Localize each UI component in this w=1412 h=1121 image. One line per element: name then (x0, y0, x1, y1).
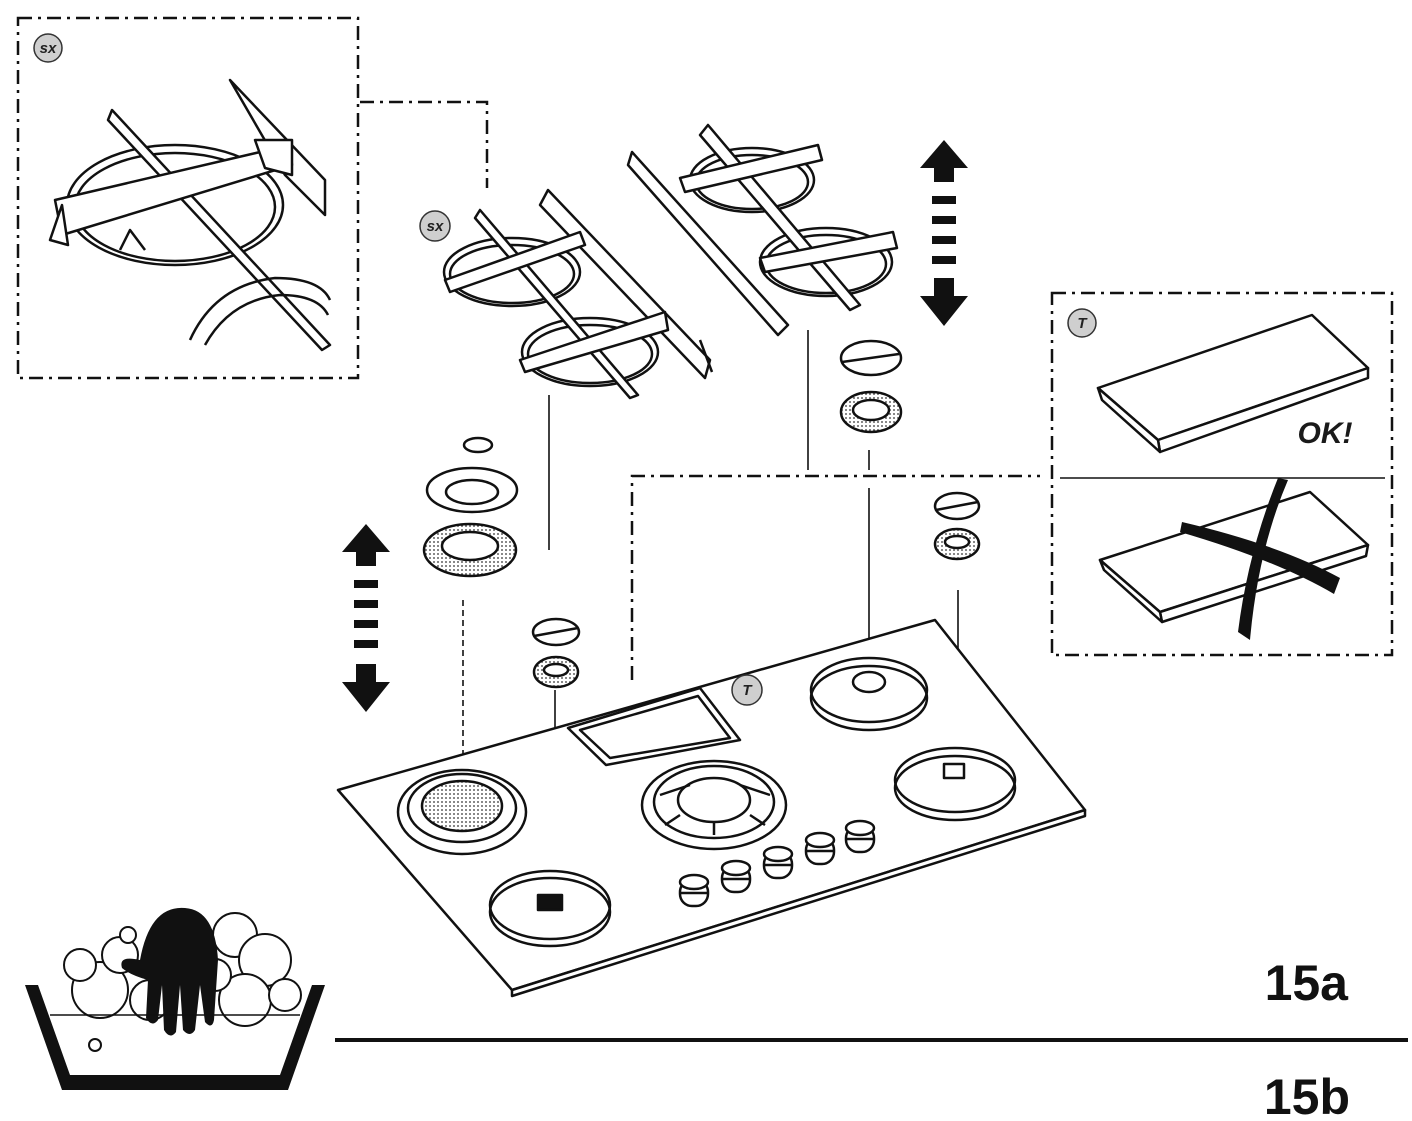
knob (804, 831, 836, 866)
inset-right-t: OK! T (1050, 291, 1394, 657)
inset-left-sx: sx (16, 16, 360, 380)
badge-inset-left: sx (40, 40, 57, 57)
connector-line-left (360, 100, 489, 188)
double-headed-arrow-icon (920, 140, 968, 326)
grid-left (442, 188, 714, 400)
knob (678, 873, 710, 908)
badge-icon (419, 210, 451, 242)
hand-washing-basin-icon (25, 907, 325, 1090)
badge-icon (731, 674, 763, 706)
plate-correct (1096, 313, 1370, 454)
plate-wrong (1098, 490, 1370, 624)
badge-icon (1067, 308, 1097, 338)
badge-icon (33, 33, 63, 63)
figure-label-15b: 15b (1264, 1069, 1350, 1121)
knob (720, 859, 752, 894)
hob-cooktop (336, 618, 1087, 998)
connector-line-right (630, 474, 1040, 680)
burner-parts (422, 339, 981, 689)
ok-label: OK! (1298, 417, 1353, 450)
knob (762, 845, 794, 880)
grid-right (626, 123, 899, 337)
figure-label-15a: 15a (1265, 955, 1350, 1011)
badge-hob-plate: T (742, 682, 753, 699)
double-headed-arrow-icon (342, 524, 390, 712)
grate-detail-drawing (48, 78, 332, 352)
control-knobs (678, 819, 876, 908)
badge-inset-right: T (1077, 315, 1088, 332)
knob (844, 819, 876, 854)
cross-mark-icon (1180, 478, 1340, 640)
badge-grid-left: sx (427, 218, 444, 235)
